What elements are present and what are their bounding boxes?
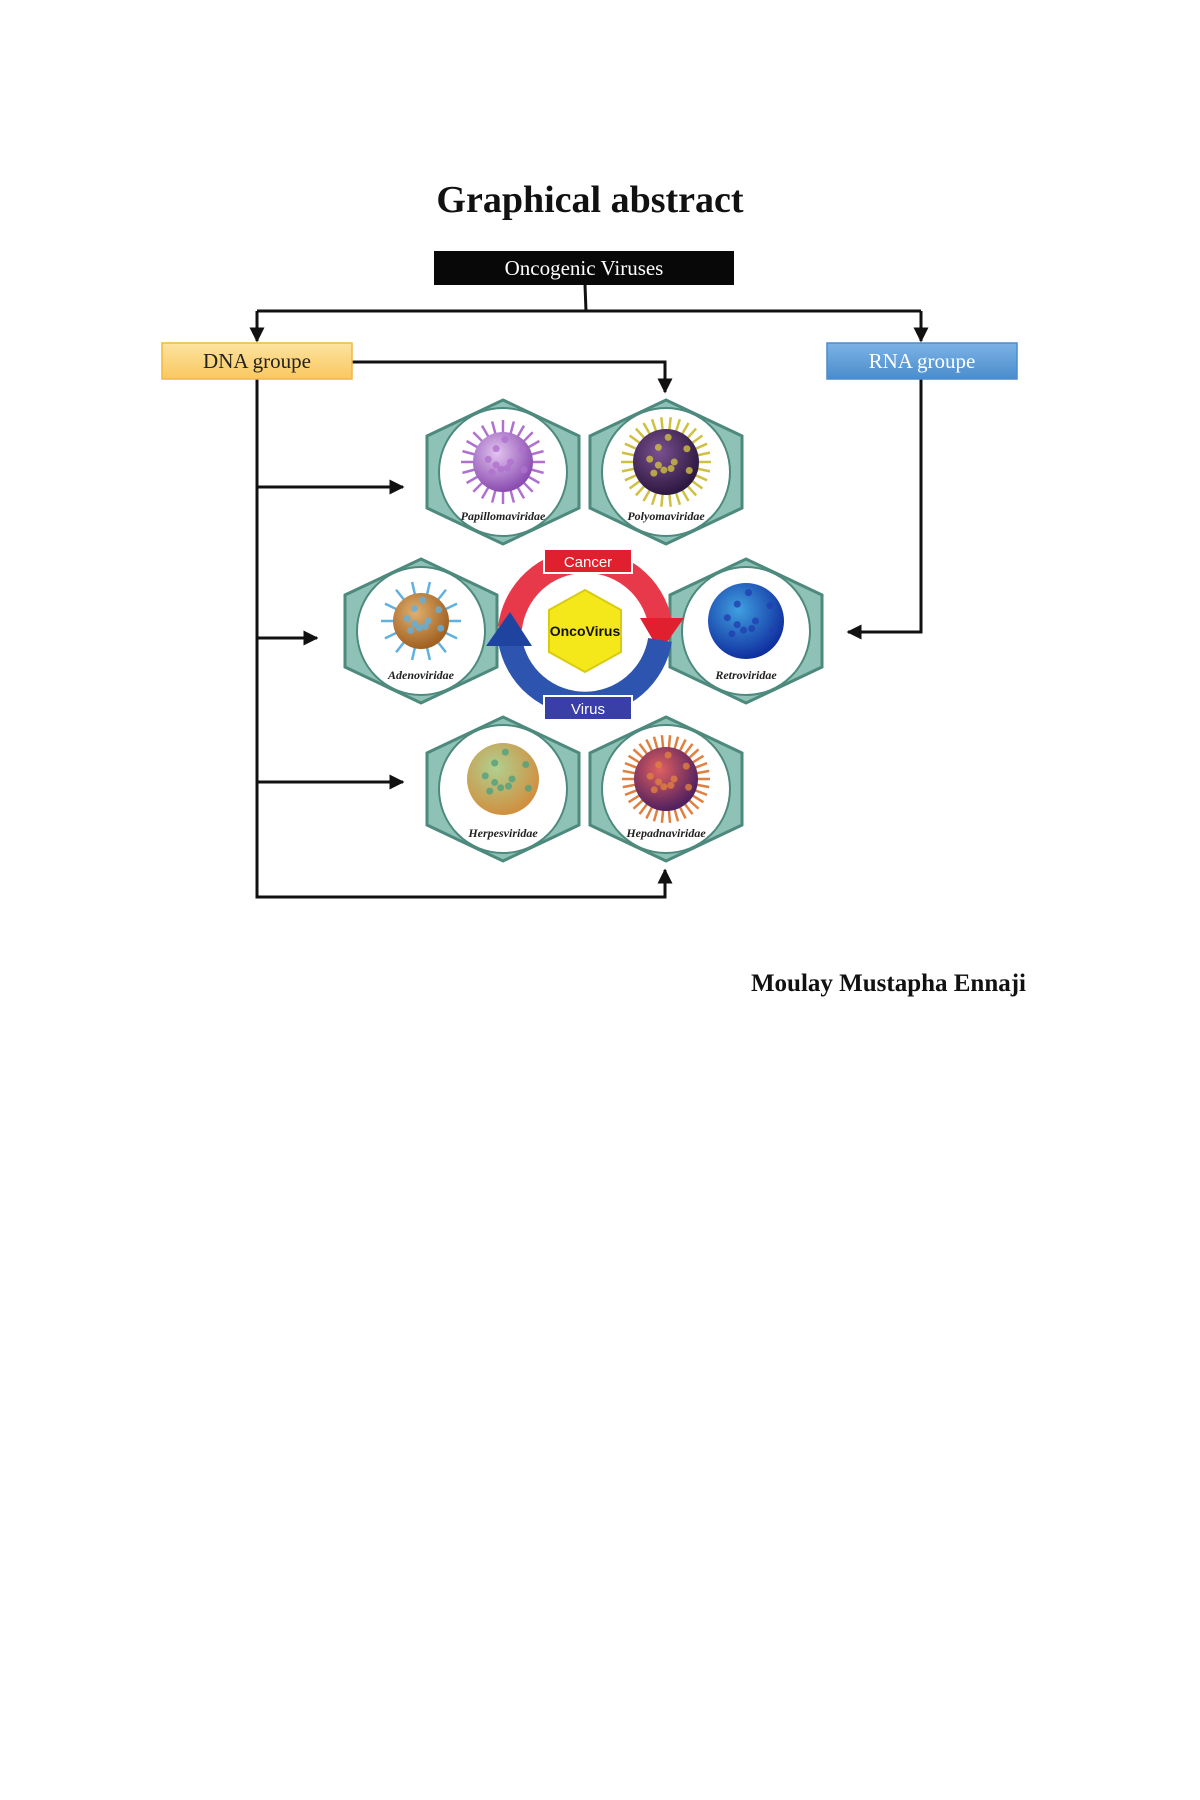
- virus-illustration: [708, 583, 784, 659]
- virus-family-label: Retroviridae: [714, 668, 777, 682]
- dna-group-box: DNA groupe: [161, 342, 353, 380]
- oncovirus-hexagon: [548, 588, 622, 674]
- virus-family-label: Herpesviridae: [467, 826, 538, 840]
- oncovirus-cycle: OncoVirus Cancer Virus: [486, 548, 684, 721]
- hexagon-hepadnaviridae: Hepadnaviridae: [588, 715, 744, 863]
- virus-family-hexagons: Papillomaviridae PolyomaviridaeAdenovirid…: [343, 398, 824, 863]
- hexagon-papillomaviridae: Papillomaviridae: [425, 398, 581, 546]
- dna-group-label: DNA groupe: [203, 349, 311, 373]
- author-name: Moulay Mustapha Ennaji: [750, 970, 1026, 997]
- virus-family-label: Adenoviridae: [387, 668, 455, 682]
- virus-family-label: Hepadnaviridae: [625, 826, 706, 840]
- virus-label: Virus: [571, 701, 605, 718]
- page-title: Graphical abstract: [436, 179, 744, 221]
- rna-group-label: RNA groupe: [869, 349, 976, 373]
- virus-illustration: [467, 743, 539, 815]
- connector-lines: [249, 284, 929, 899]
- oncogenic-viruses-label: Oncogenic Viruses: [505, 256, 664, 280]
- virus-illustration: [381, 581, 461, 661]
- hexagon-polyomaviridae: Polyomaviridae: [588, 398, 744, 546]
- oncovirus-label: OncoVirus: [550, 623, 621, 639]
- virus-family-label: Papillomaviridae: [461, 509, 546, 523]
- virus-illustration: [622, 735, 710, 823]
- hexagon-herpesviridae: Herpesviridae: [425, 715, 581, 863]
- virus-illustration: [621, 417, 711, 507]
- rna-group-box: RNA groupe: [826, 342, 1018, 380]
- virus-family-label: Polyomaviridae: [627, 509, 705, 523]
- virus-illustration: [461, 420, 545, 504]
- cancer-arrowhead: [640, 618, 684, 652]
- oncogenic-viruses-box: Oncogenic Viruses: [434, 251, 734, 285]
- hexagon-adenoviridae: Adenoviridae: [343, 557, 499, 705]
- hexagon-retroviridae: Retroviridae: [668, 557, 824, 705]
- cancer-label: Cancer: [564, 554, 612, 571]
- virus-arrowhead: [486, 612, 532, 646]
